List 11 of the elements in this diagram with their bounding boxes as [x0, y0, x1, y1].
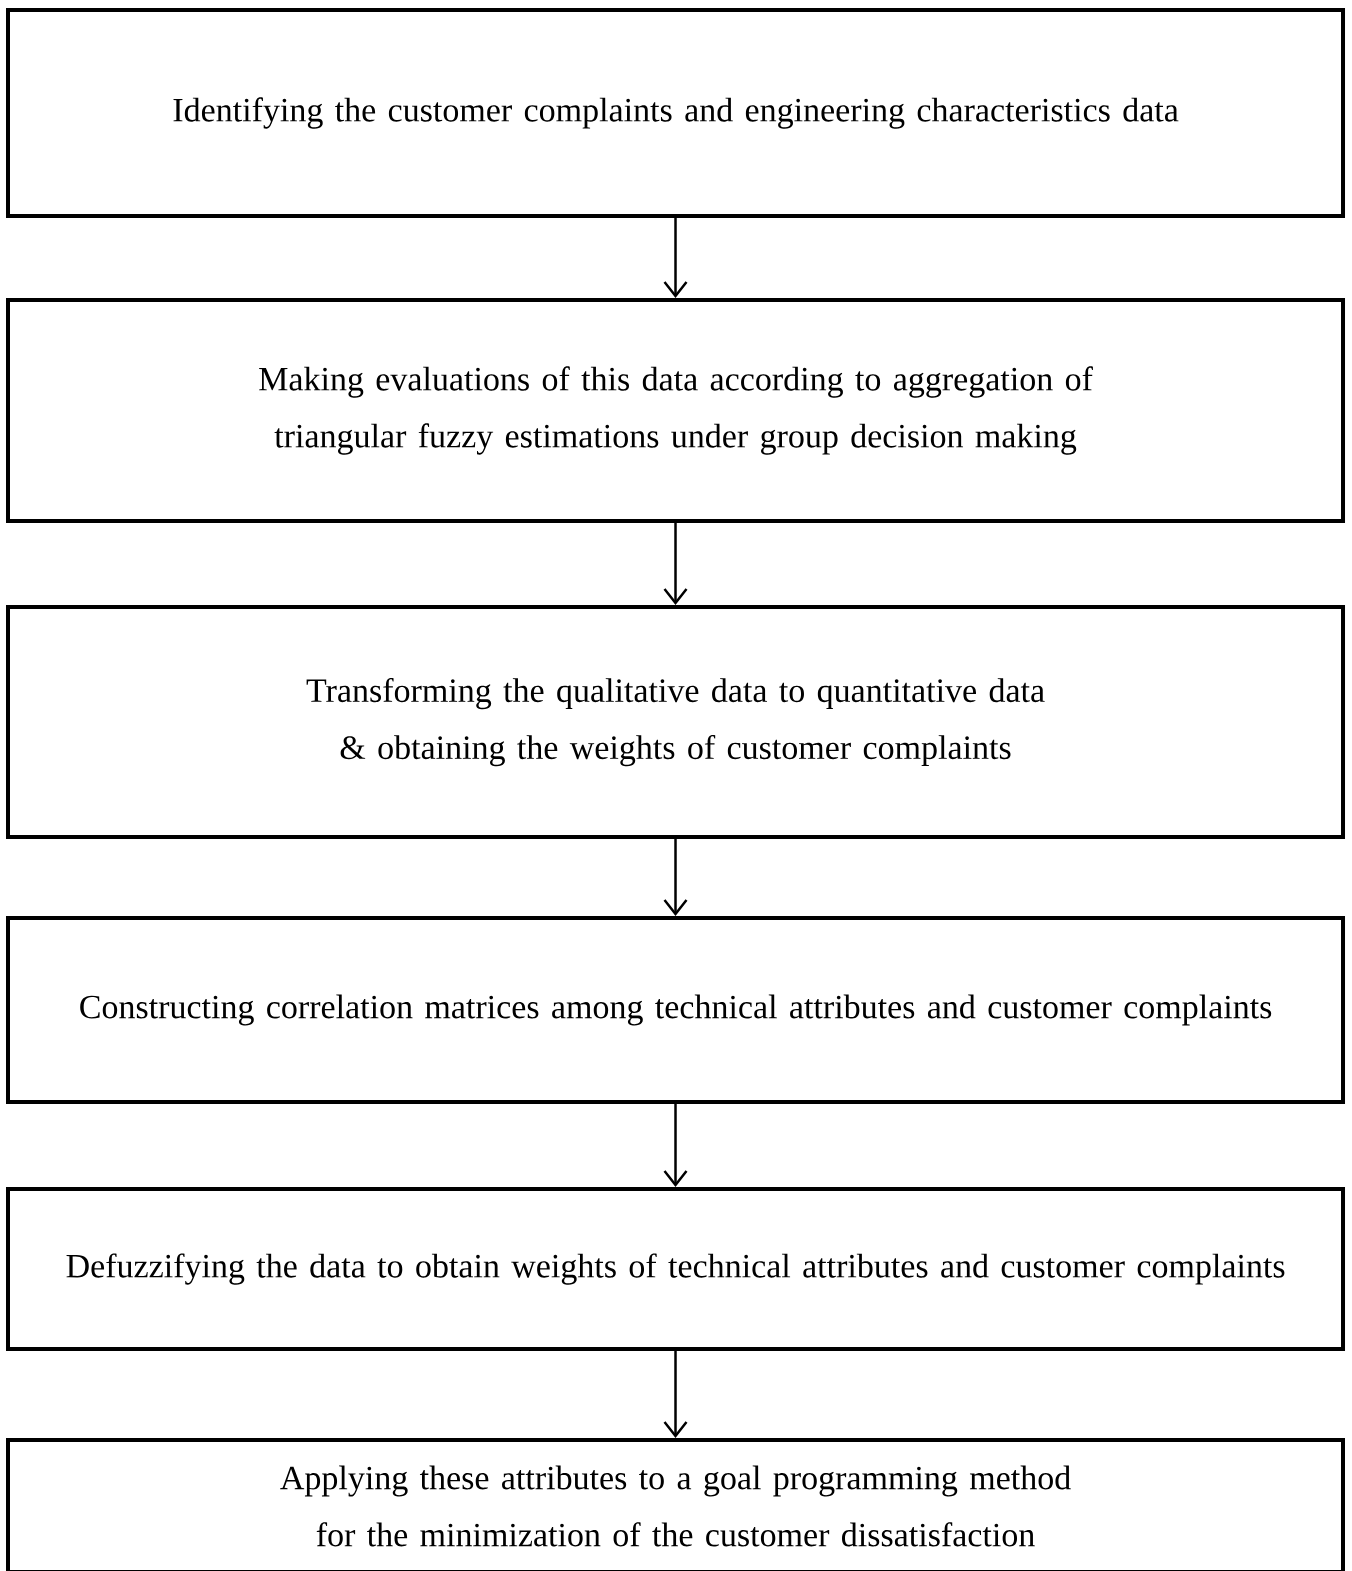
process-box: Identifying the customer complaints and engineering characteristics data [6, 8, 1345, 218]
arrow [663, 218, 688, 298]
arrow [663, 1351, 688, 1438]
process-box: Defuzzifying the data to obtain weights of technical attributes and customer complaints [6, 1187, 1345, 1351]
process-box: Transforming the qualitative data to quantitative data & obtaining the weights of customer complaints [6, 605, 1345, 839]
arrow [663, 523, 688, 605]
process-box: Applying these attributes to a goal programming method for the minimization of the customer dissatisfaction [6, 1438, 1345, 1571]
arrow [663, 839, 688, 916]
process-box: Making evaluations of this data according to aggregation of triangular fuzzy estimations under group decision making [6, 298, 1345, 523]
arrow [663, 1104, 688, 1187]
process-box: Constructing correlation matrices among technical attributes and customer complaints [6, 916, 1345, 1104]
